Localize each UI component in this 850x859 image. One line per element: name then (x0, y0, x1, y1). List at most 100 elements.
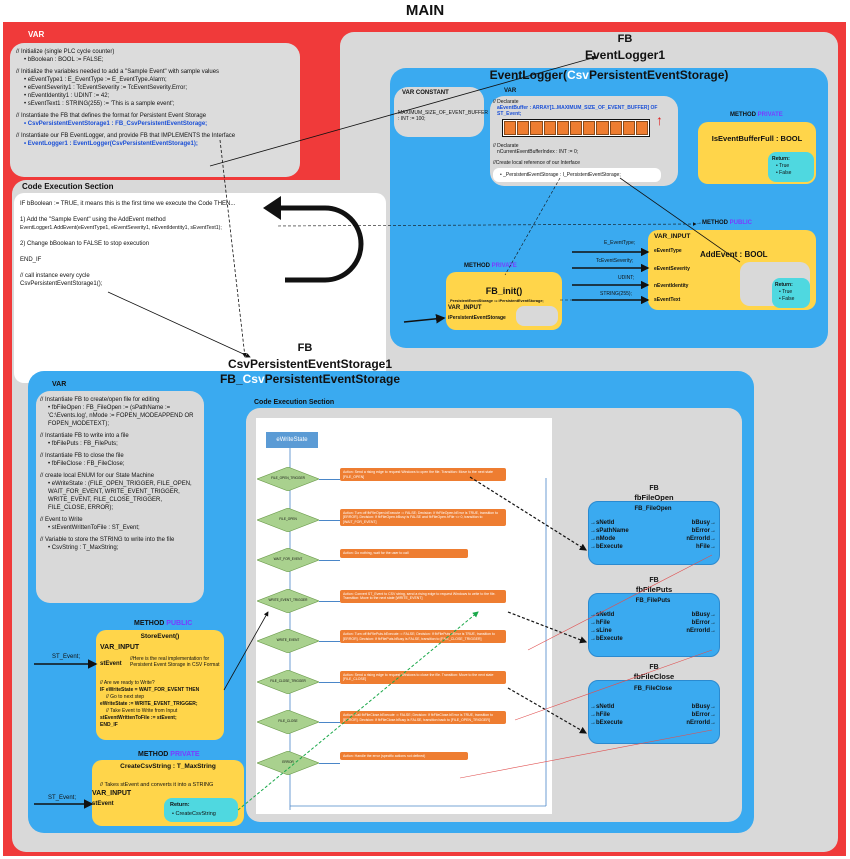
csv-decl-fileclose: fbFileClose : FB_FileClose; (51, 461, 125, 467)
event-buffer-cell (517, 121, 530, 135)
pin-label: bBusy (691, 704, 710, 710)
code-line: EventLogger1.AddEvent(eEventType1, eEven… (20, 225, 222, 231)
method-kind: PRIVATE (491, 263, 517, 269)
csv-var-line: • CsvString : T_MaxString; (48, 545, 119, 551)
state-connector (319, 560, 340, 561)
pin-label: hFile (596, 712, 611, 718)
fbopen-name: fbFileOpen (634, 493, 674, 502)
event-buffer-cell (635, 121, 649, 135)
createcsv-input-arrow-label: ST_Event; (48, 795, 77, 801)
return-false: False (782, 296, 795, 302)
storeevent-line: // Are we ready to Write? (100, 680, 155, 686)
state-action: Action: Turn off fbFilePuts.bExecute := … (340, 630, 506, 643)
isfull-title: IsEventBufferFull : BOOL (711, 134, 803, 143)
csv-var-line: • eWriteState : (FILE_OPEN_TRIGGER, FILE… (48, 481, 192, 511)
fb-output-pin: bBusy→ (691, 612, 716, 618)
eventlogger-fb-label: FB (617, 33, 633, 45)
csv-var-line: // create local ENUM for our State Machi… (40, 473, 155, 479)
event-buffer-cell (530, 121, 543, 135)
fb-input-pin: →nMode (590, 536, 616, 542)
fbinit-assign: _PersistentEventStorage := iPersistentEv… (448, 299, 544, 303)
method-keyword: METHOD (134, 620, 165, 627)
eventlogger-title: EventLogger(CsvPersistentEventStorage) (390, 68, 828, 82)
state-connector (319, 519, 340, 521)
state-action: Action: Convert ST_Event to CSV string, … (340, 589, 506, 603)
fb-output-pin: bError→ (691, 528, 716, 534)
storeevent-method-label: METHOD PUBLIC (134, 620, 192, 627)
csv-var-line: • fbFilePuts : FB_FilePuts; (48, 441, 118, 447)
fbinit-var-input: VAR_INPUT (448, 305, 482, 311)
var-line: // Initialize the variables needed to ad… (16, 69, 220, 75)
fb-input-pin: →bExecute (590, 636, 623, 642)
addevent-return-true: • True (779, 289, 793, 295)
addevent-return (772, 278, 810, 308)
state-connector (319, 641, 340, 642)
pin-label: bBusy (691, 520, 710, 526)
method-keyword: METHOD (730, 112, 756, 118)
state-label: ERROR (282, 759, 294, 764)
storeevent-var-input: VAR_INPUT (100, 644, 140, 651)
csv-var-line: • stEventWrittenToFile : ST_Event; (48, 525, 140, 531)
state-diamond: WAIT_FOR_EVENT (256, 547, 320, 573)
state-action: Action: Handle the error (specific actio… (340, 751, 468, 760)
fb-output-pin: nErrorId→ (686, 628, 716, 634)
pin-label: nErrorId (686, 628, 710, 634)
addevent-pin: sEventText (654, 297, 681, 303)
storeevent-method[interactable] (96, 630, 224, 740)
addevent-pin: eEventSeverity (654, 266, 690, 272)
event-buffer-cell (583, 121, 596, 135)
storeevent-line: stEventWrittenToFile := stEvent; (100, 715, 177, 721)
csv-decl-fileopen: fbFileOpen : FB_FileOpen := (sPathName :… (48, 405, 194, 427)
method-keyword: METHOD (702, 220, 728, 226)
csv-title: FB_CsvPersistentEventStorage (200, 372, 420, 386)
storeevent-pin: stEvent (100, 661, 122, 667)
storeevent-line: //Here is the real implementation for Pe… (130, 656, 220, 668)
pin-label: bExecute (596, 720, 623, 726)
fb-output-pin: hFile→ (695, 544, 716, 550)
code-line: 2) Change bBoolean to FALSE to stop exec… (20, 241, 150, 247)
var-decl-identity: nEventIdentity1 : UDINT := 42; (27, 93, 110, 99)
pin-label: sLine (596, 628, 612, 634)
isfull-return (768, 152, 814, 182)
fb-output-pin: nErrorId→ (686, 720, 716, 726)
fb-output-pin: bError→ (691, 712, 716, 718)
createcsv-pin: stEvent (92, 801, 114, 807)
eventlogger-var-header: VAR (504, 88, 517, 94)
addevent-title: AddEvent : BOOL (700, 250, 768, 259)
createcsv-return-label: Return: (170, 802, 190, 808)
main-title: MAIN (405, 2, 445, 19)
state-diamond: FILE_CLOSE (256, 709, 320, 735)
csv-decl-csvstring: CsvString : T_MaxString; (51, 545, 119, 551)
input-type-label: TcEventSeverity; (596, 258, 634, 264)
fb-input-pin: →bExecute (590, 544, 623, 550)
addevent-var-input: VAR_INPUT (654, 233, 691, 240)
csv-decl-fileputs: fbFilePuts : FB_FilePuts; (51, 441, 118, 447)
fbclose-type: FB_FileClose (633, 686, 672, 692)
storeevent-title: StoreEvent() (140, 633, 180, 640)
fb-fileopen[interactable] (588, 501, 720, 565)
fb-output-pin: bError→ (691, 620, 716, 626)
event-buffer-cell (609, 121, 622, 135)
pin-label: sPathName (596, 528, 629, 534)
index-arrow-icon: ↑ (656, 112, 663, 128)
state-connector (319, 681, 340, 683)
pin-label: nMode (596, 536, 616, 542)
csv-title-post: PersistentEventStorage (264, 372, 401, 386)
isfull-return-false: • False (776, 170, 792, 176)
var-decl-eventlogger: EventLogger1 : EventLogger(CsvPersistent… (27, 141, 198, 147)
fbinit-method-label: METHOD PRIVATE (464, 263, 517, 269)
eventlogger-title-pre: EventLogger( (489, 68, 567, 82)
pin-label: bBusy (691, 612, 710, 618)
state-connector (319, 722, 340, 723)
fbopen-fb-label: FB (649, 485, 659, 492)
state-action: Action: Do nothing, wait for the user to… (340, 549, 468, 558)
csv-instance: CsvPersistentEventStorage1 (227, 357, 393, 371)
csv-var-header: VAR (52, 381, 67, 388)
state-diamond: ERROR (256, 750, 320, 775)
state-diamond: FILE_OPEN_TRIGGER (256, 466, 320, 492)
fb-input-pin: →hFile (590, 620, 611, 626)
eventlogger-var-line: • _PersistentEventStorage : I_Persistent… (500, 172, 621, 178)
var-decl-eventtype: eEventType1 : E_EventType := E_EventType… (27, 77, 167, 83)
var-constant-text: MAXIMUM_SIZE_OF_EVENT_BUFFER : INT := 10… (398, 110, 489, 122)
event-buffer-cell (596, 121, 609, 135)
